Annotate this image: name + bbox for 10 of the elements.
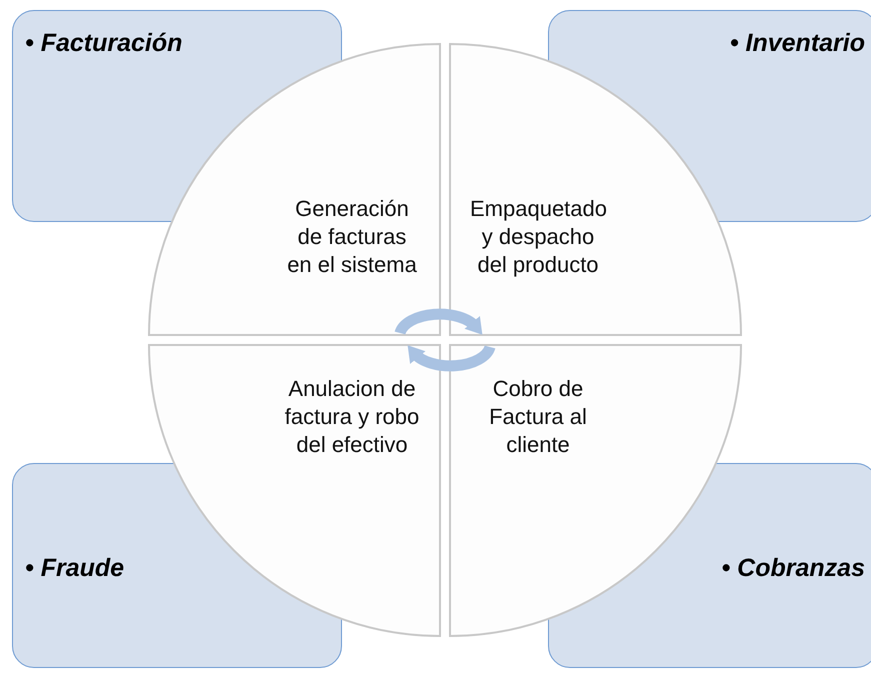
segment-text: Empaquetado y despacho del producto xyxy=(470,195,606,279)
category-title: • Facturación xyxy=(25,29,182,58)
segment-text: Cobro de Factura al cliente xyxy=(488,375,588,459)
category-title: • Fraude xyxy=(25,554,124,583)
category-title: • Inventario xyxy=(730,29,865,58)
category-title: • Cobranzas xyxy=(721,554,865,583)
cycle-arrow xyxy=(394,308,483,335)
segment-text: Anulacion de factura y robo del efectivo xyxy=(284,375,420,459)
cycle-arrow xyxy=(407,345,496,372)
segment-text: Generación de facturas en el sistema xyxy=(286,195,418,279)
